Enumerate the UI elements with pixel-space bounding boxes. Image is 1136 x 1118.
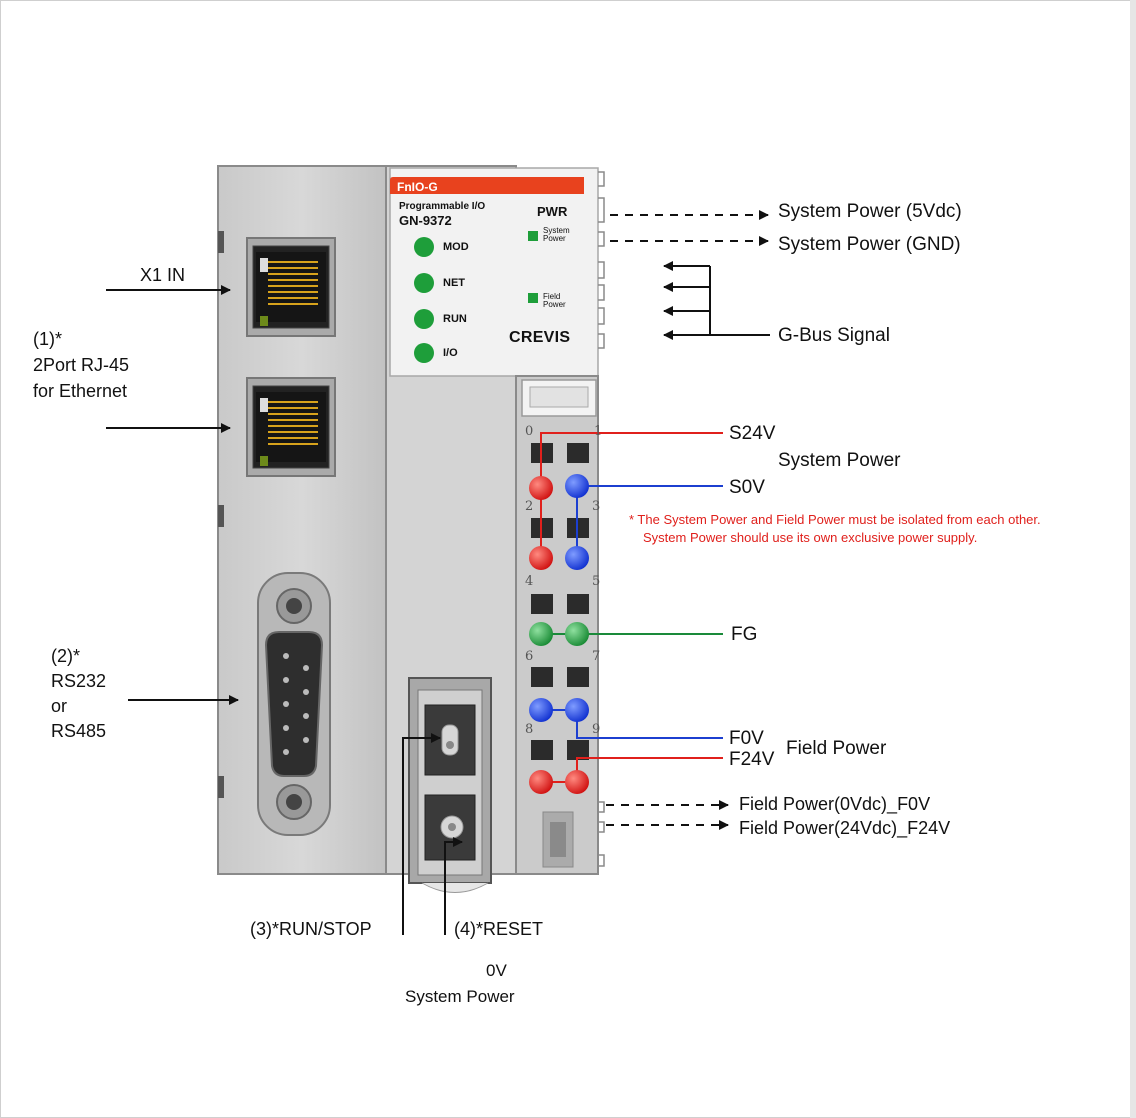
terminal-number: 6 bbox=[525, 649, 534, 664]
product-type: Programmable I/O bbox=[399, 201, 486, 212]
field-power-led-label: Field Power bbox=[543, 292, 566, 309]
label-x1-in: X1 IN bbox=[140, 265, 186, 285]
scrollbar[interactable] bbox=[1130, 0, 1136, 1118]
label-f24v: F24V bbox=[729, 749, 775, 770]
led-system-power bbox=[528, 231, 538, 241]
pwr-title: PWR bbox=[537, 204, 568, 219]
led-field-power bbox=[528, 293, 538, 303]
db9-serial-port[interactable] bbox=[257, 572, 331, 836]
led-net bbox=[414, 273, 434, 293]
label-field-power-0vdc: Field Power(0Vdc)_F0V bbox=[739, 794, 931, 814]
leader-reset bbox=[444, 837, 463, 935]
gbus-arrows bbox=[663, 261, 770, 340]
brand-tag: FnIO-G bbox=[397, 180, 438, 194]
led-mod bbox=[414, 237, 434, 257]
label-system-power-gnd: System Power (GND) bbox=[778, 234, 961, 255]
leader-run-stop bbox=[402, 733, 441, 935]
terminal-ball-0 bbox=[529, 476, 553, 500]
terminal-number: 8 bbox=[525, 722, 534, 737]
terminal-number: 0 bbox=[525, 424, 534, 439]
terminal-ball-1 bbox=[565, 474, 589, 498]
label-system-power-mid: System Power bbox=[778, 450, 901, 471]
terminal-ball-2 bbox=[529, 546, 553, 570]
label-field-power: Field Power bbox=[786, 738, 887, 759]
rj45-port-1[interactable] bbox=[246, 237, 336, 337]
terminal-ball-4 bbox=[529, 622, 553, 646]
reset-button[interactable] bbox=[440, 815, 464, 839]
led-label-mod: MOD bbox=[443, 241, 469, 253]
terminal-ball-7 bbox=[565, 698, 589, 722]
system-power-led-label: System Power bbox=[543, 226, 570, 243]
terminal-number: 5 bbox=[592, 574, 601, 589]
label-run-stop: (3)*RUN/STOP bbox=[250, 919, 372, 939]
terminal-number: 2 bbox=[525, 499, 534, 514]
label-port-1-desc-2: for Ethernet bbox=[33, 381, 128, 401]
led-io bbox=[414, 343, 434, 363]
label-f0v: F0V bbox=[729, 728, 764, 749]
label-port-2-desc-2: or bbox=[51, 696, 68, 716]
model-number: GN-9372 bbox=[399, 213, 452, 228]
terminal-ball-5 bbox=[565, 622, 589, 646]
label-0v: 0V bbox=[486, 961, 507, 980]
isolation-note-line-2: System Power should use its own exclusiv… bbox=[643, 530, 978, 545]
switch-housing bbox=[408, 677, 492, 893]
maker-logo: CREVIS bbox=[509, 329, 571, 346]
terminal-number: 9 bbox=[592, 722, 601, 737]
label-port-1-desc-1: 2Port RJ-45 bbox=[33, 355, 130, 375]
label-port-2-desc-1: RS232 bbox=[51, 671, 107, 691]
terminal-ball-3 bbox=[565, 546, 589, 570]
terminal-number: 7 bbox=[592, 649, 601, 664]
label-system-power-5vdc: System Power (5Vdc) bbox=[778, 201, 962, 222]
middle-module-body bbox=[385, 165, 599, 875]
label-fg: FG bbox=[731, 624, 758, 645]
label-port-2-desc-3: RS485 bbox=[51, 721, 107, 741]
rj45-port-2[interactable] bbox=[246, 377, 336, 477]
label-reset: (4)*RESET bbox=[454, 919, 544, 939]
led-label-run: RUN bbox=[443, 313, 467, 325]
wire-f0v bbox=[541, 709, 723, 739]
led-label-io: I/O bbox=[443, 347, 458, 359]
label-s24v: S24V bbox=[729, 423, 776, 444]
label-field-power-24vdc: Field Power(24Vdc)_F24V bbox=[739, 818, 951, 838]
label-gbus-signal: G-Bus Signal bbox=[778, 325, 890, 346]
terminal-number: 3 bbox=[592, 499, 601, 514]
label-s0v: S0V bbox=[729, 477, 765, 498]
terminal-ball-6 bbox=[529, 698, 553, 722]
bus-contacts bbox=[598, 171, 605, 867]
label-port-1: (1)* bbox=[33, 329, 63, 349]
led-label-net: NET bbox=[443, 277, 465, 289]
terminal-ball-8 bbox=[529, 770, 553, 794]
terminal-number: 4 bbox=[525, 574, 534, 589]
label-port-2: (2)* bbox=[51, 646, 81, 666]
run-stop-switch[interactable] bbox=[441, 724, 459, 756]
terminal-ball-9 bbox=[565, 770, 589, 794]
isolation-note-line-1: * The System Power and Field Power must … bbox=[629, 512, 1041, 527]
label-system-power-bottom: System Power bbox=[405, 987, 515, 1006]
led-run bbox=[414, 309, 434, 329]
terminal-number: 1 bbox=[594, 424, 603, 439]
